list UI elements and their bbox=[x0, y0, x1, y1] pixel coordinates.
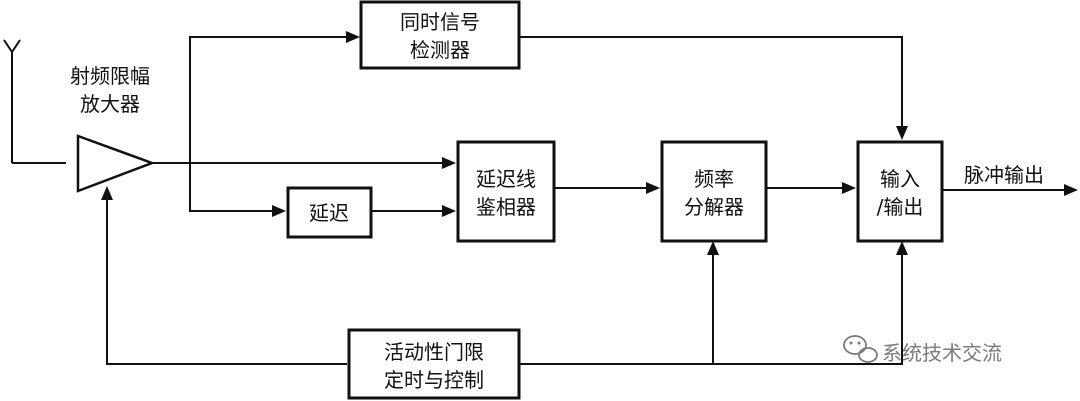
connection-lines bbox=[3, 36, 1066, 365]
resolver-label-line2: 分解器 bbox=[684, 195, 744, 219]
detector-label-line1: 同时信号 bbox=[400, 10, 480, 34]
wechat-icon bbox=[843, 335, 878, 363]
delay-block bbox=[286, 186, 373, 239]
discriminator-label-line2: 鉴相器 bbox=[476, 195, 536, 219]
amplifier-label-line1: 射频限幅 bbox=[70, 64, 150, 88]
input-output-block bbox=[856, 140, 944, 243]
frequency-resolver bbox=[660, 140, 768, 243]
control-label-line2: 定时与控制 bbox=[384, 368, 484, 392]
watermark-text: 系统技术交流 bbox=[882, 341, 1002, 365]
io-label-line2: /输出 bbox=[877, 195, 924, 219]
delay-label: 延迟 bbox=[309, 201, 349, 225]
amplifier-label-line2: 放大器 bbox=[80, 92, 140, 116]
simultaneous-signal-detector bbox=[359, 0, 521, 70]
arrowheads bbox=[101, 31, 1078, 255]
detector-label-line2: 检测器 bbox=[410, 38, 470, 62]
pulse-output-label: 脉冲输出 bbox=[964, 163, 1044, 187]
resolver-label-line1: 频率 bbox=[694, 167, 734, 191]
delay-line-phase-discriminator bbox=[456, 140, 556, 243]
rf-limiting-amplifier bbox=[76, 134, 156, 193]
io-label-line1: 输入 bbox=[880, 167, 920, 191]
activity-gate-timing-control bbox=[347, 328, 521, 400]
control-label-line1: 活动性门限 bbox=[384, 340, 484, 364]
discriminator-label-line1: 延迟线 bbox=[476, 167, 536, 191]
